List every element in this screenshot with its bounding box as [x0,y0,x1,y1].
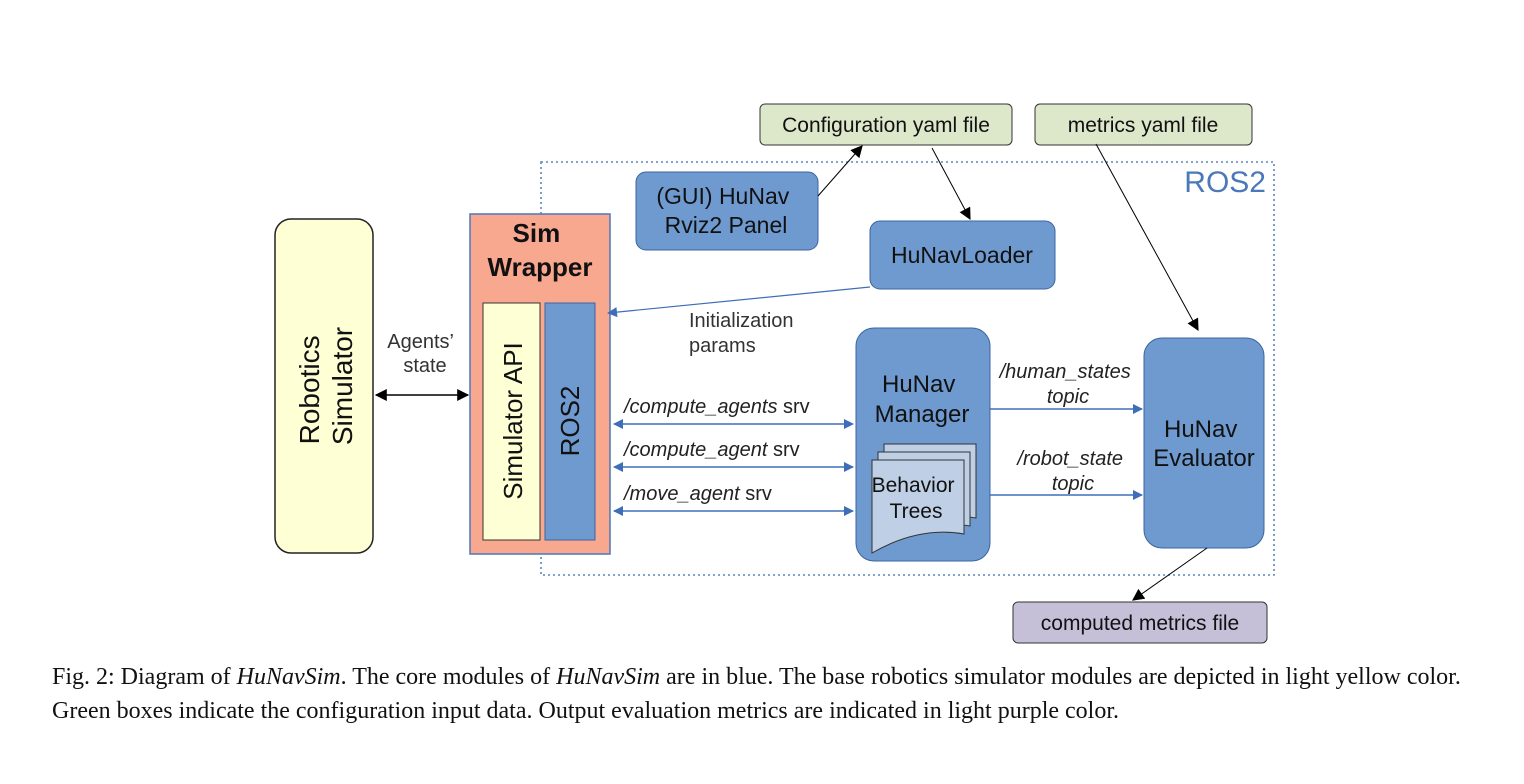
initialization-params-label: Initialization params [689,310,799,357]
computed-metrics-file-box [1012,601,1268,644]
behavior-trees-doc-front [871,459,965,554]
computed-metrics-file-label: computed metrics file [1041,612,1239,635]
evaluator-to-computed-arrow [1132,547,1208,601]
hunavsim-architecture-diagram: ROS2 Robotics Simulator Agents’ state Si… [274,103,1275,644]
loader-to-ros2-arrow [607,286,871,318]
simulator-api-label: Simulator API [498,342,528,500]
ros2-bar [544,302,596,541]
gui-rviz2-panel-label: (GUI) HuNav Rviz2 Panel [656,183,795,238]
human-states-topic-label: /human_states topic [998,361,1137,408]
gui-to-config-arrow [817,145,863,197]
config-yaml-file-label: Configuration yaml file [782,114,990,137]
robotics-simulator-label: Robotics Simulator [294,327,358,445]
caption-mid: . The core modules of [340,664,557,690]
figure-caption: Fig. 2: Diagram of HuNavSim. The core mo… [52,660,1502,728]
compute-agent-label: /compute_agent srv [622,439,800,461]
hunav-evaluator-label: HuNav Evaluator [1153,416,1254,472]
hunav-evaluator-box [1143,337,1265,549]
compute-agents-label: /compute_agents srv [622,396,810,418]
hunav-loader-box [869,220,1056,290]
metrics-to-evaluator-arrow [1095,143,1199,332]
robot-state-topic-label: /robot_state topic [1015,448,1128,495]
metrics-yaml-file-label: metrics yaml file [1068,114,1219,137]
move-agent-label: /move_agent srv [622,483,772,505]
gui-rviz2-panel-box [635,171,819,251]
sim-wrapper-title: Sim Wrapper [488,218,593,282]
caption-name-2: HuNavSim [556,664,661,690]
hunav-manager-label: HuNav Manager [875,371,970,428]
behavior-trees-label: Behavior Trees [872,474,961,523]
ros2-bar-label: ROS2 [555,386,585,457]
metrics-yaml-file-box [1034,103,1253,146]
caption-name-1: HuNavSim [236,664,341,690]
ros2-region-label: ROS2 [1184,166,1266,199]
hunav-loader-label: HuNavLoader [891,242,1033,268]
simulator-api-box [482,302,541,541]
config-to-loader-arrow [931,147,971,221]
config-yaml-file-box [759,103,1013,146]
robotics-simulator-box [274,218,374,554]
behavior-trees-documents [871,443,977,554]
caption-rest: are in blue. The base robotics simulator… [52,664,1461,724]
caption-prefix: Fig. 2: Diagram of [52,664,237,690]
agents-state-label: Agents’ state [387,331,459,377]
